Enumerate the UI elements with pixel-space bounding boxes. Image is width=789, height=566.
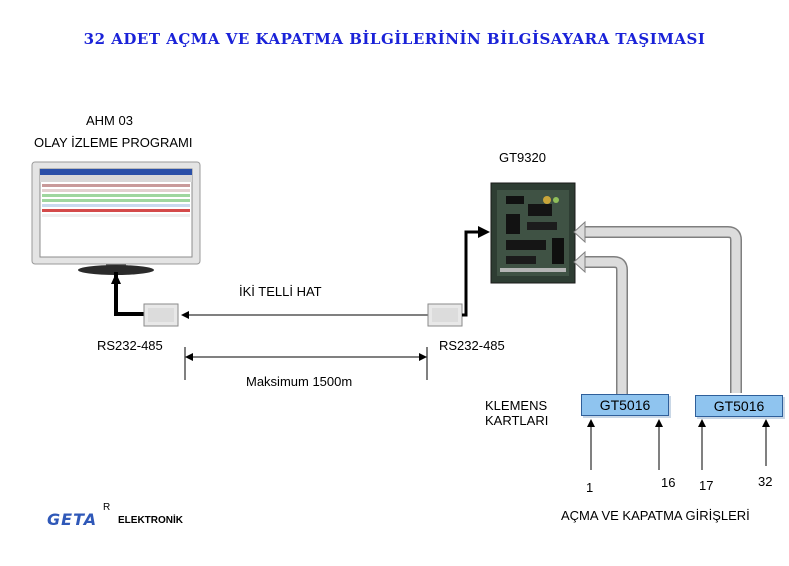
controller-label: GT9320	[499, 150, 546, 165]
input-number-32: 32	[758, 474, 773, 489]
input-number-16: 16	[661, 475, 676, 490]
pc-label-line2: OLAY İZLEME PROGRAMI	[34, 135, 193, 150]
converter-left	[143, 303, 179, 327]
converter-right-label: RS232-485	[439, 338, 505, 353]
converter-left-label: RS232-485	[97, 338, 163, 353]
link-label: İKİ TELLİ HAT	[239, 284, 322, 299]
brand-logo: GETA	[47, 510, 98, 529]
input-number-17: 17	[699, 478, 714, 493]
converter-right	[427, 303, 463, 327]
input-number-1: 1	[586, 480, 594, 495]
terminal-card-1: GT5016	[581, 394, 669, 416]
terminal-cards-label-line1: KLEMENS	[485, 398, 548, 413]
distance-label: Maksimum 1500m	[246, 374, 353, 389]
registered-mark: R	[103, 502, 111, 513]
monitor	[31, 161, 201, 275]
brand-suffix: ELEKTRONİK	[118, 515, 183, 526]
controller-board	[490, 182, 576, 284]
terminal-cards-label-line2: KARTLARI	[485, 413, 549, 428]
inputs-caption: AÇMA VE KAPATMA GİRİŞLERİ	[561, 508, 750, 523]
terminal-card-2: GT5016	[695, 395, 783, 417]
pc-label-line1: AHM 03	[86, 113, 133, 128]
page-title: 32 ADET AÇMA VE KAPATMA BİLGİLERİNİN BİL…	[83, 30, 706, 48]
